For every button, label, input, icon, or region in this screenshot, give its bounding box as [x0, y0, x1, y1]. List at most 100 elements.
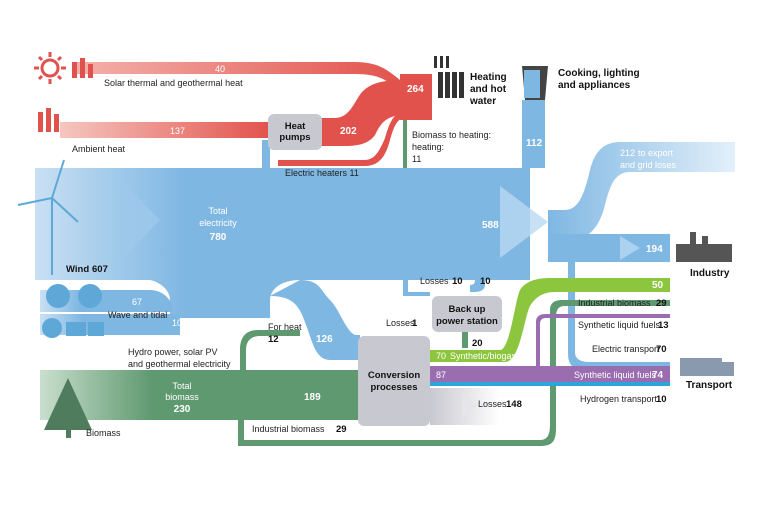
cooking-flow: [522, 100, 545, 168]
wind-value: 607: [92, 264, 108, 275]
geothermal-icon: [72, 58, 93, 78]
losses-backup-label: Losses: [420, 276, 449, 286]
biomass-total-label2: biomass: [165, 392, 199, 402]
heating-merge-flow: [400, 74, 432, 120]
biomass-to-conv-value: 189: [304, 392, 321, 403]
wind-label: Wind: [66, 264, 89, 275]
total-electricity-label: Total: [208, 206, 227, 216]
industry-elec-arrow: [620, 236, 640, 260]
electric-transport-value: 70: [656, 344, 667, 355]
tree-icon: [44, 378, 92, 438]
radiator-icon: [434, 56, 464, 98]
sun-icon: [34, 52, 66, 84]
conversion-label2: processes: [370, 382, 417, 393]
total-electricity-arrow: [120, 180, 160, 262]
ambient-heat-icon: [38, 108, 59, 132]
biomass-to-heating-label2: heating:: [412, 142, 444, 152]
hydro-label2: and geothermal electricity: [128, 359, 231, 369]
industry-elec-value: 194: [646, 244, 663, 255]
heat-pump-electric-flow: [242, 140, 275, 176]
synthetic-biogas-flow: [430, 278, 670, 362]
synthetic-purple-value: 87: [436, 370, 446, 380]
heat-pump-output-flow: [320, 80, 405, 146]
heating-end-label3: water: [469, 96, 496, 107]
ambient-heat-value: 137: [170, 126, 185, 136]
export-flow: [548, 142, 735, 240]
ambient-heat-label: Ambient heat: [72, 144, 126, 154]
hydro-value: 106: [172, 318, 187, 328]
losses-conv-value: 1: [412, 318, 418, 329]
synthetic-biogas-label: Synthetic/biogas: [450, 351, 517, 361]
backup-label2: power station: [436, 316, 498, 327]
industrial-biomass-value: 29: [656, 298, 667, 309]
backup-label: Back up: [449, 304, 486, 315]
industry-electric-flow: [548, 234, 670, 262]
synthetic-transport-label: Synthetic liquid fuels: [574, 370, 657, 380]
synthetic-fuels-value: 13: [658, 320, 669, 331]
export-label: to export: [638, 148, 674, 158]
transport-label: Transport: [686, 380, 733, 391]
hydrogen-flow: [430, 382, 670, 386]
heat-pumps-label-2: pumps: [279, 132, 310, 143]
solar-thermal-value: 40: [215, 64, 225, 74]
biomass-to-heating-label: Biomass to heating:: [412, 130, 491, 140]
for-heat-flow: [240, 330, 300, 370]
to-conversion-flow: [270, 280, 360, 360]
losses-148-label: Losses: [478, 399, 507, 409]
wave-value: 67: [132, 297, 142, 307]
biomass-total-label: Total: [172, 381, 191, 391]
heating-end-label: Heating: [470, 72, 507, 83]
solar-thermal-label: Solar thermal and geothermal heat: [104, 78, 243, 88]
losses-148-arrow: [462, 392, 478, 418]
electric-heaters-flow: [278, 112, 405, 166]
total-electricity-value: 780: [210, 232, 227, 243]
export-label2: and grid loses: [620, 160, 677, 170]
electric-heaters-label: Electric heaters 11: [285, 168, 359, 178]
heat-pumps-label-1: Heat: [285, 121, 306, 132]
truck-icon: [680, 358, 734, 376]
biomass-to-heating-value: 11: [412, 154, 421, 164]
biomass-label: Biomass: [86, 428, 121, 438]
hydro-label: Hydro power, solar PV: [128, 347, 218, 357]
cooking-end-label2: and appliances: [558, 80, 631, 91]
synthetic-fuels-label: Synthetic liquid fuels: [578, 320, 661, 330]
wind-turbine-icon: [17, 159, 79, 275]
losses-conv-label: Losses: [386, 318, 415, 328]
synthetic-transport-value: 74: [652, 370, 664, 381]
industrial-biomass-bottom-label: Industrial biomass: [252, 424, 325, 434]
cooking-end-label: Cooking, lighting: [558, 68, 640, 79]
export-value: 212: [620, 148, 635, 158]
total-electricity-label2: electricity: [199, 218, 237, 228]
for-heat-label: For heat: [268, 322, 302, 332]
industrial-biomass-bottom-value: 29: [336, 424, 347, 435]
biomass-flow: [40, 370, 360, 420]
kettle-icon: [522, 66, 548, 100]
heat-pump-elec-value: 65: [244, 144, 254, 154]
losses-backup-value: 10: [452, 276, 463, 287]
hydro-solar-icon: [42, 318, 104, 338]
synthetic-biogas-value: 70: [436, 351, 446, 361]
losses-backup-flow: [403, 262, 430, 296]
main-electricity-arrow: [500, 186, 548, 258]
ambient-heat-flow: [60, 122, 270, 138]
hydrogen-transport-label: Hydrogen transport: [580, 394, 658, 404]
backup-output-flow: [462, 328, 468, 348]
heating-total-value: 264: [407, 84, 424, 95]
solar-thermal-flow: [72, 62, 405, 92]
cooking-value: 112: [526, 138, 543, 149]
backup-value: 10: [480, 276, 491, 287]
main-electricity-value: 588: [482, 220, 499, 231]
backup-box: [432, 296, 502, 332]
hydrogen-transport-value: 10: [656, 394, 667, 405]
for-heat-value: 12: [268, 334, 279, 345]
industry-green-value: 50: [652, 280, 664, 291]
conversion-label: Conversion: [368, 370, 420, 381]
synthetic-fuels-flow: [430, 366, 670, 382]
industrial-biomass-label: Industrial biomass: [578, 298, 651, 308]
heat-pumps-box: [268, 114, 322, 150]
industry-label: Industry: [690, 268, 730, 279]
losses-148-value: 148: [506, 399, 522, 410]
biomass-total-value: 230: [174, 404, 191, 415]
